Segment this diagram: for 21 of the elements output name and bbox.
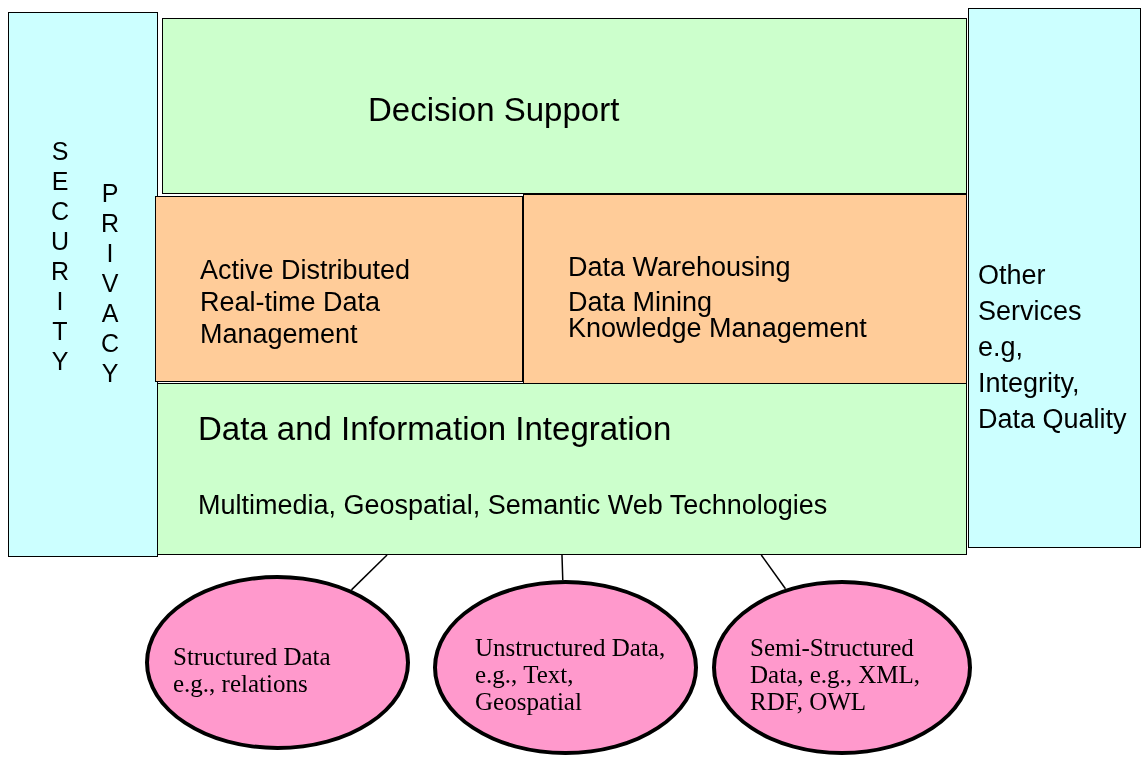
layer-title: Data and Information Integration <box>198 410 672 448</box>
connector-line <box>561 554 564 581</box>
layer-title: Active Distributed Real-time Data Management <box>200 254 412 350</box>
layer-box <box>157 383 967 555</box>
vertical-label: SECURITY <box>45 137 74 377</box>
layer-title: Data Mining <box>568 287 713 317</box>
layer-title: Decision Support <box>368 91 620 129</box>
layer-box <box>162 18 967 194</box>
vertical-label: PRIVACY <box>95 179 124 389</box>
layer-title: Data Warehousing <box>568 252 791 283</box>
node-label: Semi-Structured Data, e.g., XML, RDF, OWL <box>750 634 922 715</box>
node-label: Unstructured Data, e.g., Text, Geospatial <box>475 634 667 715</box>
connector-line <box>350 554 388 591</box>
side-label: Other Services e.g, Integrity, Data Quality <box>978 259 1128 436</box>
layer-subtitle: Multimedia, Geospatial, Semantic Web Technologies <box>198 490 828 521</box>
side-panel <box>8 12 158 557</box>
side-panel <box>968 8 1141 548</box>
node-label: Structured Data e.g., relations <box>173 643 332 697</box>
layer-box <box>523 194 967 385</box>
connector-line <box>760 554 787 590</box>
layer-box <box>155 196 523 382</box>
